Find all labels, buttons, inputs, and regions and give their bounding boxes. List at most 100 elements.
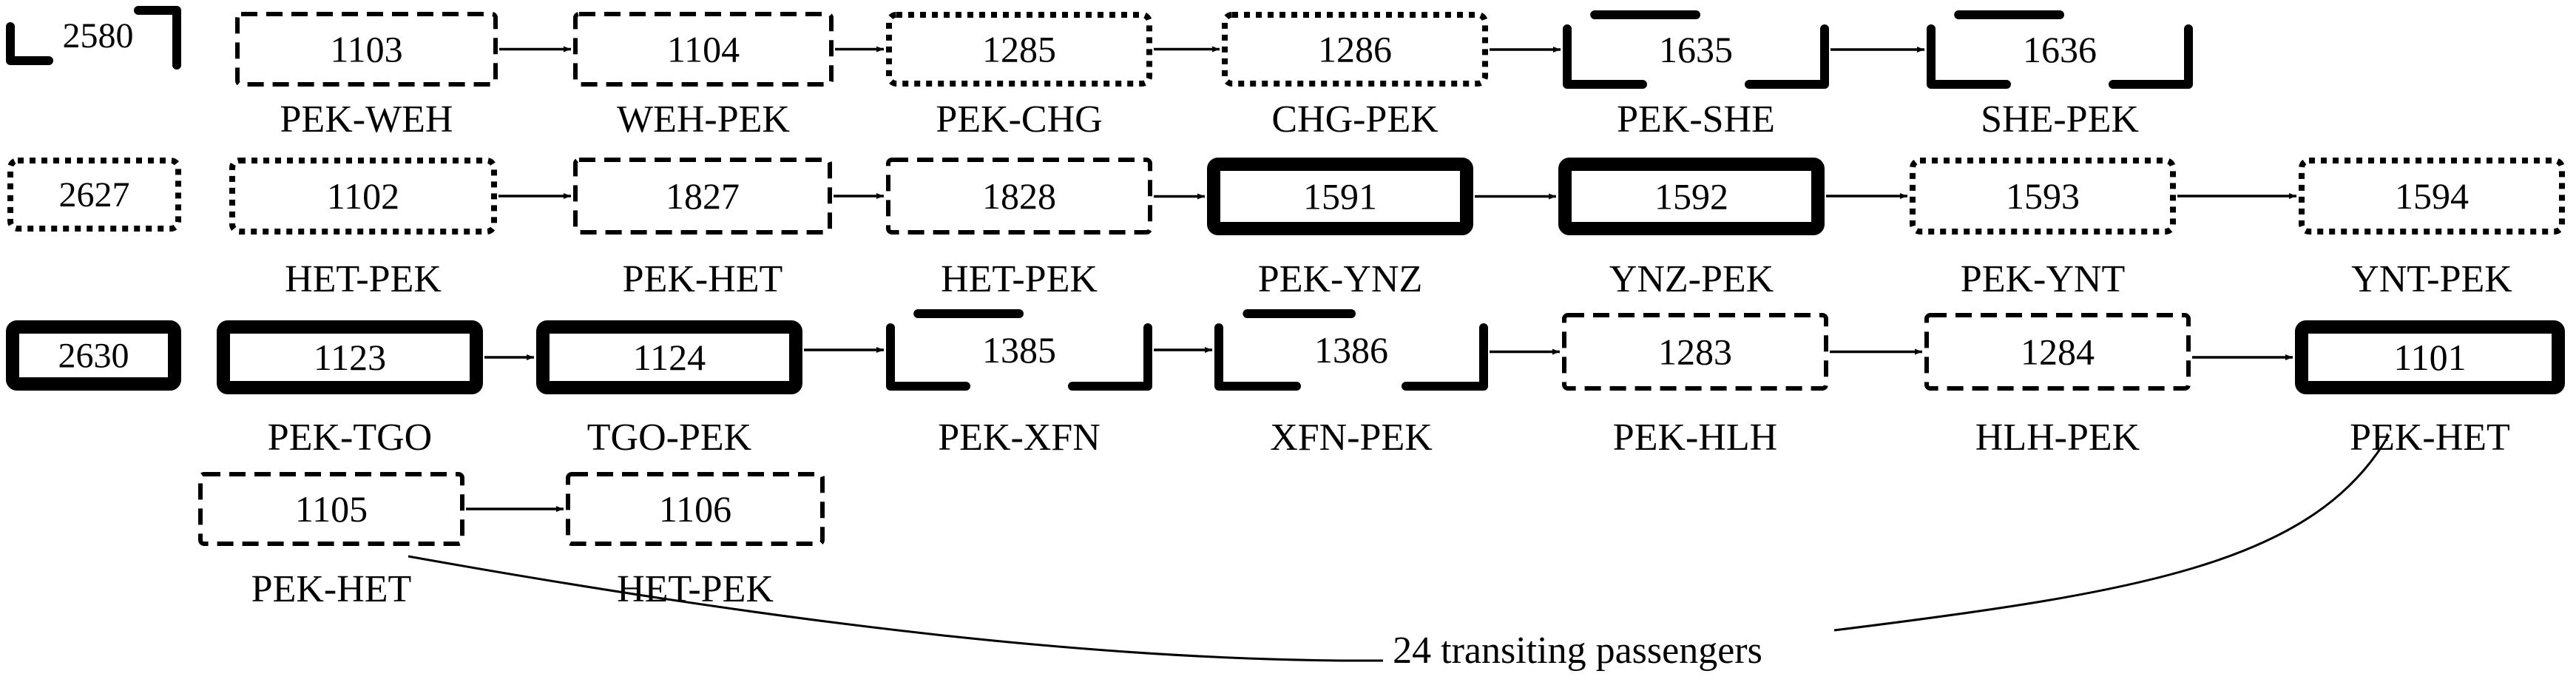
flight-1284-frame [1924,313,2191,391]
aircraft-number: 2630 [58,337,129,376]
flight-1385-bracket-left [886,323,970,391]
flight-1285-frame [886,12,1152,87]
route-label: SHE-PEK [1981,98,2139,141]
flight-1385-bracket-right [1068,323,1152,391]
annotation-label: 24 transiting passengers [1393,630,1762,672]
flight-number: 1124 [633,337,706,378]
flight-box-1592: 1592 [1558,158,1825,235]
aircraft-box-2630: 2630 [6,320,181,391]
flight-box-1385: 1385 [886,309,1152,391]
flight-number: 1593 [2006,175,2080,217]
flight-box-1103: 1103 [235,12,498,87]
flight-box-1124: 1124 [536,320,802,394]
flight-number: 1386 [1314,329,1388,371]
route-label: HLH-PEK [1975,416,2140,459]
flight-number: 1105 [295,488,368,530]
flight-box-1286: 1286 [1222,12,1488,87]
route-label: PEK-TGO [268,416,432,459]
route-label: YNT-PEK [2351,258,2512,300]
route-label: PEK-HET [251,568,412,610]
route-label: HET-PEK [941,258,1098,300]
aircraft-number: 2580 [63,16,134,55]
route-label: TGO-PEK [587,416,752,459]
route-label: PEK-HLH [1613,416,1777,459]
flight-number: 1284 [2021,331,2095,373]
route-label: CHG-PEK [1271,98,1439,141]
route-label: PEK-WEH [280,98,453,141]
aircraft-box-2627: 2627 [7,158,181,232]
flight-1636-bracket-right [2109,24,2193,89]
flight-box-1105: 1105 [198,472,464,546]
flight-number: 1101 [2393,337,2466,378]
flight-1283-frame [1562,313,1828,391]
flight-1636-bracket-left [1927,24,2011,89]
flight-box-1123: 1123 [217,320,483,394]
flight-box-1594: 1594 [2299,158,2565,235]
flight-number: 1594 [2395,175,2469,217]
route-label: PEK-CHG [936,98,1102,141]
flight-1105-frame [198,472,464,546]
route-label: PEK-XFN [938,416,1101,459]
aircraft-2630-frame [6,320,181,391]
flight-number: 1828 [982,175,1056,217]
flight-1386-bracket-right [1402,323,1488,391]
route-label: HET-PEK [617,568,774,610]
flight-box-1591: 1591 [1207,158,1473,235]
flight-1593-frame [1910,158,2176,235]
flight-number: 1591 [1303,176,1377,217]
route-label: HET-PEK [285,258,442,300]
flight-1592-frame [1558,158,1825,235]
flight-1104-frame [573,12,834,87]
route-label: PEK-HET [623,258,783,300]
route-label: PEK-YNT [1961,258,2125,300]
flight-number: 1592 [1654,176,1728,217]
flight-1101-frame [2295,320,2565,394]
flight-number: 1283 [1658,331,1732,373]
route-label: PEK-YNZ [1258,258,1422,300]
flight-number: 1285 [982,29,1056,70]
flight-box-1106: 1106 [566,472,825,546]
flight-number: 1104 [667,29,740,70]
flight-1123-frame [217,320,483,394]
route-label: YNZ-PEK [1609,258,1774,300]
flight-box-1104: 1104 [573,12,834,87]
flight-box-1636: 1636 [1927,10,2193,89]
flight-number: 1286 [1318,29,1392,70]
flight-number: 1827 [666,175,740,217]
aircraft-box-2580: 2580 [6,6,181,70]
flight-number: 1123 [314,337,386,378]
route-label: PEK-SHE [1617,98,1775,141]
flight-box-1283: 1283 [1562,313,1828,391]
flight-number: 1636 [2023,29,2097,70]
flight-box-1593: 1593 [1910,158,2176,235]
flight-1635-bracket-left [1563,24,1647,89]
aircraft-2580-corner-right [134,6,181,70]
transit-connector-curve [408,434,2390,662]
flight-box-1386: 1386 [1214,309,1488,391]
flight-number: 1635 [1659,29,1733,70]
flight-1386-bracket-left [1214,323,1301,391]
flight-1591-frame [1207,158,1473,235]
flight-box-1101: 1101 [2295,320,2565,394]
flight-number: 1102 [327,175,399,217]
flight-1106-frame [566,472,825,546]
flight-1286-frame [1222,12,1488,87]
flight-box-1285: 1285 [886,12,1152,87]
aircraft-number: 2627 [59,175,130,215]
flight-number: 1106 [659,488,731,530]
flight-box-1284: 1284 [1924,313,2191,391]
flight-box-1635: 1635 [1563,10,1829,89]
route-label: WEH-PEK [617,98,790,141]
flight-1635-bracket-right [1745,24,1829,89]
aircraft-2627-frame [7,158,181,232]
aircraft-2580-corner-left [6,22,53,65]
flight-number: 1385 [982,329,1056,371]
flight-number: 1103 [330,29,402,70]
route-label: XFN-PEK [1270,416,1433,459]
flight-1124-frame [536,320,802,394]
flight-1103-frame [235,12,498,87]
flight-box-1827: 1827 [573,158,832,235]
route-label: PEK-HET [2350,416,2510,459]
